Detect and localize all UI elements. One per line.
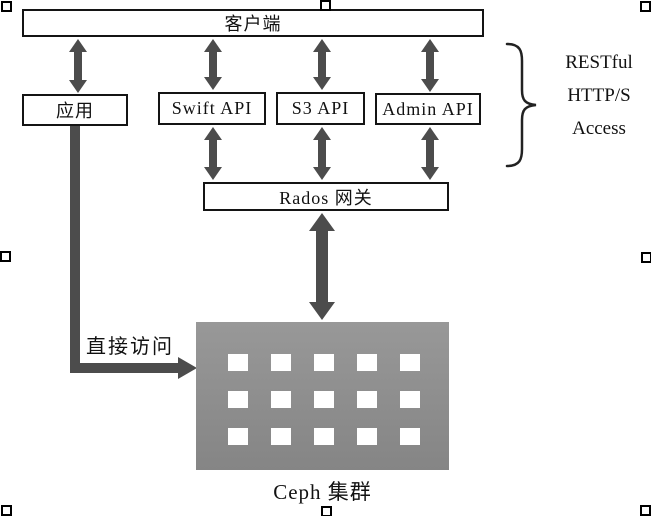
client-admin-arrow bbox=[421, 39, 439, 92]
admin-rados-arrow bbox=[421, 127, 439, 180]
cluster-node bbox=[271, 391, 291, 408]
ceph-cluster-label: Ceph 集群 bbox=[273, 480, 372, 504]
ceph-cluster-block bbox=[196, 322, 449, 470]
swift-api-box: Swift API bbox=[158, 92, 266, 125]
client-s3-arrow bbox=[313, 39, 331, 90]
s3-rados-arrow bbox=[313, 127, 331, 180]
selection-handle-bottom-right[interactable] bbox=[640, 505, 651, 516]
cluster-node bbox=[400, 428, 420, 445]
selection-handle-top-right[interactable] bbox=[640, 1, 651, 12]
cluster-node bbox=[271, 428, 291, 445]
s3-api-box: S3 API bbox=[276, 92, 365, 125]
restful-access-line3: Access bbox=[572, 118, 626, 139]
cluster-node bbox=[314, 354, 334, 371]
client-box: 客户端 bbox=[22, 9, 484, 37]
selection-handle-middle-right[interactable] bbox=[641, 252, 651, 263]
cluster-node bbox=[228, 391, 248, 408]
restful-access-label: RESTful HTTP/S Access bbox=[548, 46, 650, 145]
swift-rados-arrow bbox=[204, 127, 222, 180]
cluster-node bbox=[357, 428, 377, 445]
cluster-node bbox=[228, 354, 248, 371]
restful-access-line1: RESTful bbox=[565, 52, 633, 73]
cluster-node-grid bbox=[228, 354, 420, 445]
client-app-arrow bbox=[69, 39, 87, 93]
cluster-node bbox=[314, 391, 334, 408]
direct-access-label: 直接访问 bbox=[86, 336, 174, 358]
restful-access-line2: HTTP/S bbox=[567, 85, 631, 106]
restful-group-brace bbox=[505, 42, 537, 168]
cluster-node bbox=[400, 354, 420, 371]
selection-handle-top-center[interactable] bbox=[320, 0, 331, 11]
cluster-node bbox=[400, 391, 420, 408]
rados-gateway-box: Rados 网关 bbox=[203, 182, 449, 211]
cluster-node bbox=[357, 354, 377, 371]
cluster-node bbox=[271, 354, 291, 371]
admin-api-box: Admin API bbox=[375, 93, 481, 125]
cluster-node bbox=[228, 428, 248, 445]
rados-cluster-arrow bbox=[309, 213, 335, 320]
selection-handle-bottom-left[interactable] bbox=[1, 505, 12, 516]
cluster-node bbox=[314, 428, 334, 445]
app-box: 应用 bbox=[22, 94, 128, 126]
selection-handle-top-left[interactable] bbox=[1, 1, 12, 12]
selection-handle-middle-left[interactable] bbox=[0, 251, 11, 262]
cluster-node bbox=[357, 391, 377, 408]
client-swift-arrow bbox=[204, 39, 222, 90]
selection-handle-bottom-center[interactable] bbox=[321, 506, 332, 516]
